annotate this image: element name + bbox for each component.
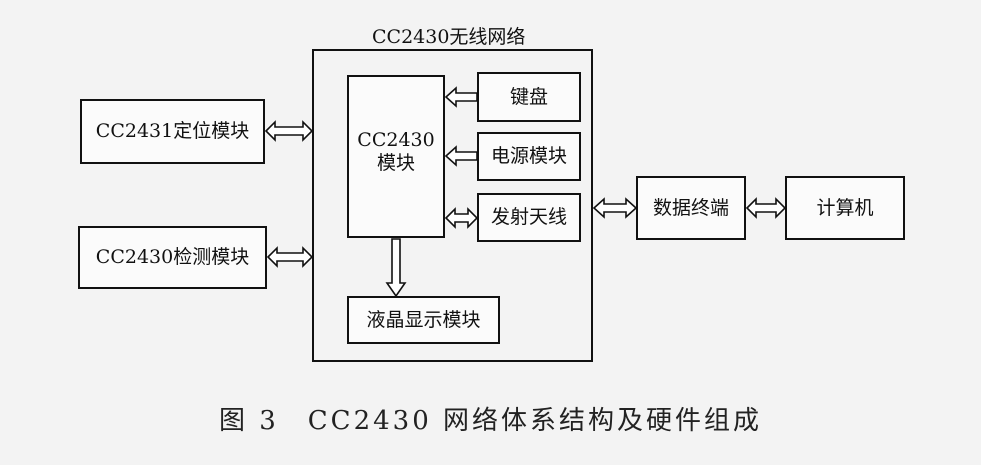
- arrow-power-core: [444, 145, 478, 167]
- power-module: 电源模块: [477, 132, 581, 181]
- arrow-keyboard-core: [444, 86, 478, 108]
- cc2430-core-label: CC2430 模块: [357, 129, 435, 174]
- keyboard-module: 键盘: [477, 72, 581, 122]
- figure-caption: 图 3 CC2430 网络体系结构及硬件组成: [218, 406, 763, 436]
- cc2430-core-module: CC2430 模块: [347, 75, 445, 238]
- arrow-core-antenna: [444, 207, 479, 229]
- arrow-detect-network: [266, 246, 314, 268]
- cc2430-detection-module: CC2430检测模块: [78, 226, 267, 289]
- lcd-display-module: 液晶显示模块: [347, 296, 500, 344]
- arrow-terminal-computer: [745, 197, 787, 219]
- arrow-core-lcd: [385, 238, 407, 298]
- cc2431-positioning-module: CC2431定位模块: [80, 99, 265, 164]
- antenna-module: 发射天线: [477, 193, 581, 242]
- data-terminal: 数据终端: [636, 176, 746, 240]
- computer: 计算机: [785, 176, 905, 240]
- arrow-network-terminal: [592, 197, 638, 219]
- wireless-network-label: CC2430无线网络: [372, 26, 526, 48]
- arrow-cc2431-network: [264, 120, 314, 142]
- wireless-network-frame: [312, 49, 593, 362]
